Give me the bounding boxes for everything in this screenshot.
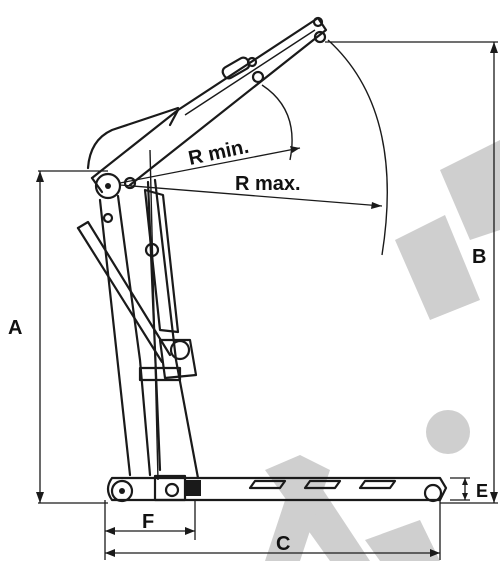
pump-handle: [76, 212, 172, 364]
r-max-arc: [327, 39, 388, 256]
label-a: A: [8, 317, 22, 339]
base: [106, 474, 448, 503]
boom: [86, 16, 328, 194]
dimension-c: [105, 500, 441, 560]
pivot-pin: [105, 183, 111, 189]
rear-wheel: [110, 479, 134, 503]
dimension-a: [36, 170, 108, 504]
label-b: B: [472, 246, 486, 268]
dimension-e: [450, 477, 470, 501]
label-e: E: [476, 481, 488, 501]
r-max-line: [119, 184, 383, 207]
front-wheel: [423, 483, 443, 503]
hydraulic-cylinder: [138, 188, 198, 382]
r-min-arc: [261, 84, 293, 161]
dimension-f: [104, 500, 196, 560]
pivot-outer: [94, 172, 122, 200]
label-c: C: [276, 533, 290, 555]
label-r-min: R min.: [186, 136, 250, 170]
label-r-max: R max.: [235, 173, 301, 195]
dimension-b: [325, 41, 498, 504]
label-f: F: [142, 511, 154, 533]
mast: [98, 149, 200, 481]
